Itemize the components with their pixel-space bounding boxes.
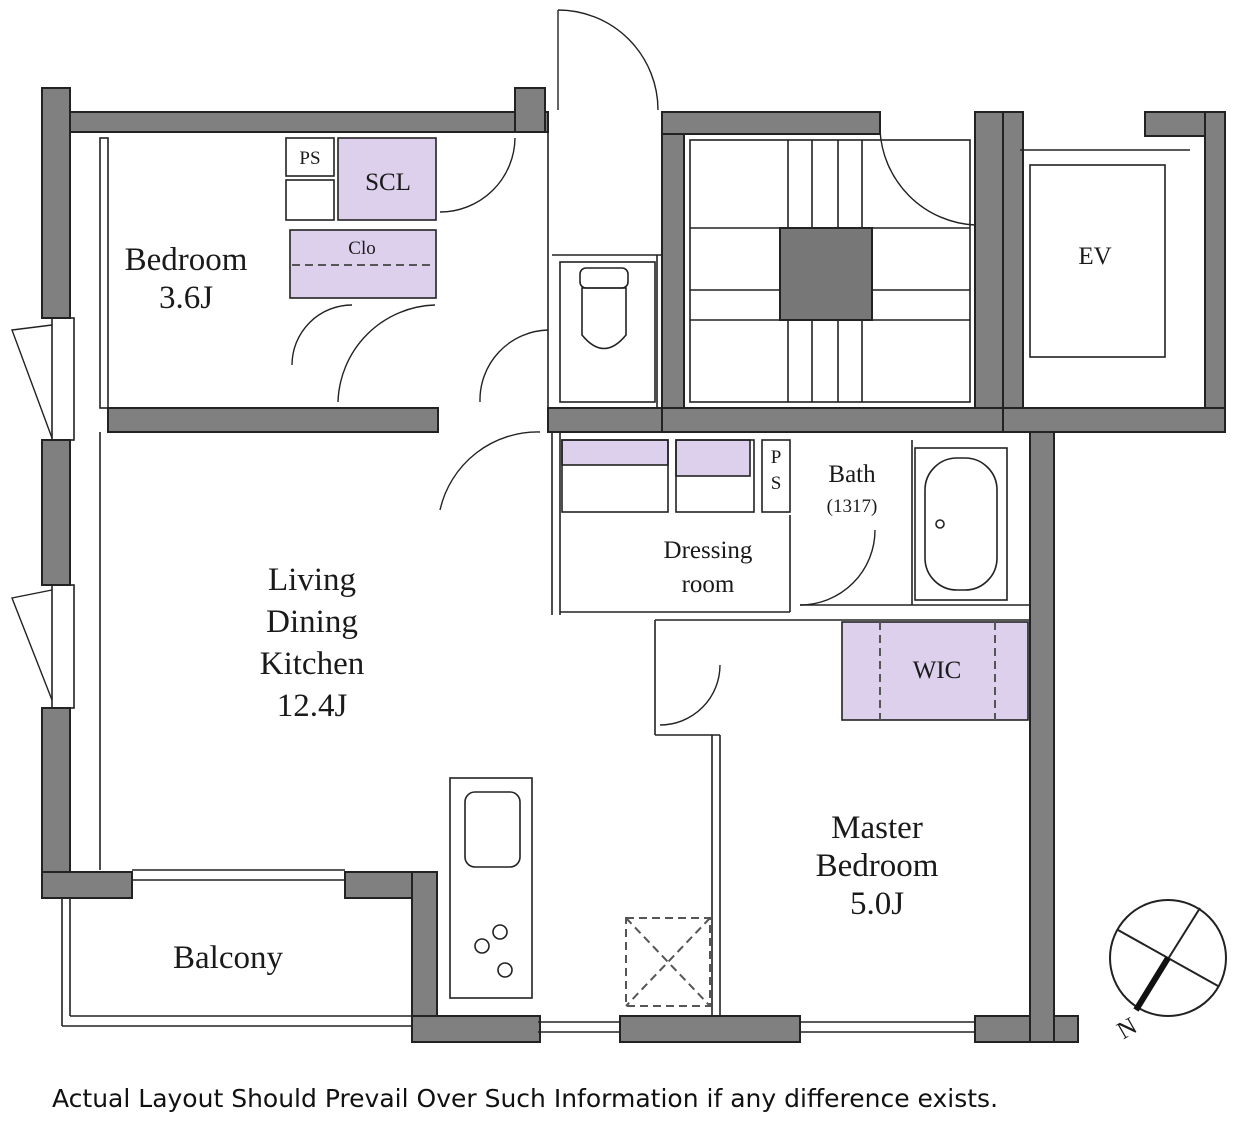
partitions (61, 132, 1030, 1033)
west-windows (11, 317, 75, 709)
room-labels: Bedroom 3.6J SCL Clo PS Living Dining Ki… (125, 148, 1112, 976)
doors (291, 9, 976, 726)
ev-label: EV (1078, 243, 1111, 270)
ldk-line3: Kitchen (260, 646, 364, 682)
dressing-line1: Dressing (664, 537, 753, 564)
bath-model: (1317) (827, 496, 878, 517)
bath-name: Bath (828, 461, 876, 488)
ldk-line2: Dining (266, 604, 358, 640)
ldk-size: 12.4J (277, 688, 348, 724)
toilet (559, 261, 656, 403)
scl-label: SCL (365, 169, 411, 196)
master-size: 5.0J (850, 886, 904, 922)
ps-top-label: PS (299, 148, 320, 169)
disclaimer-text: Actual Layout Should Prevail Over Such I… (52, 1084, 999, 1113)
compass: N (1109, 899, 1227, 1045)
wic-label: WIC (913, 657, 962, 684)
balcony-label: Balcony (173, 940, 283, 976)
stairs (689, 139, 971, 403)
ps-bath-line2: S (771, 473, 782, 494)
storage-areas (285, 137, 1029, 721)
scl-area (337, 137, 437, 221)
ps-bath-line1: P (771, 447, 782, 468)
master-line1: Master (831, 810, 923, 846)
wic-area (841, 621, 1029, 721)
ldk-line1: Living (268, 562, 356, 598)
master-line2: Bedroom (816, 848, 939, 884)
elevator (1020, 149, 1190, 358)
clo-label: Clo (348, 238, 375, 259)
bathtub (914, 447, 1008, 601)
bedroom-size: 3.6J (159, 280, 213, 316)
dressing-line2: room (682, 571, 735, 598)
walls (41, 87, 1226, 1043)
bedroom-name: Bedroom (125, 242, 248, 278)
compass-n-label: N (1113, 1012, 1142, 1044)
